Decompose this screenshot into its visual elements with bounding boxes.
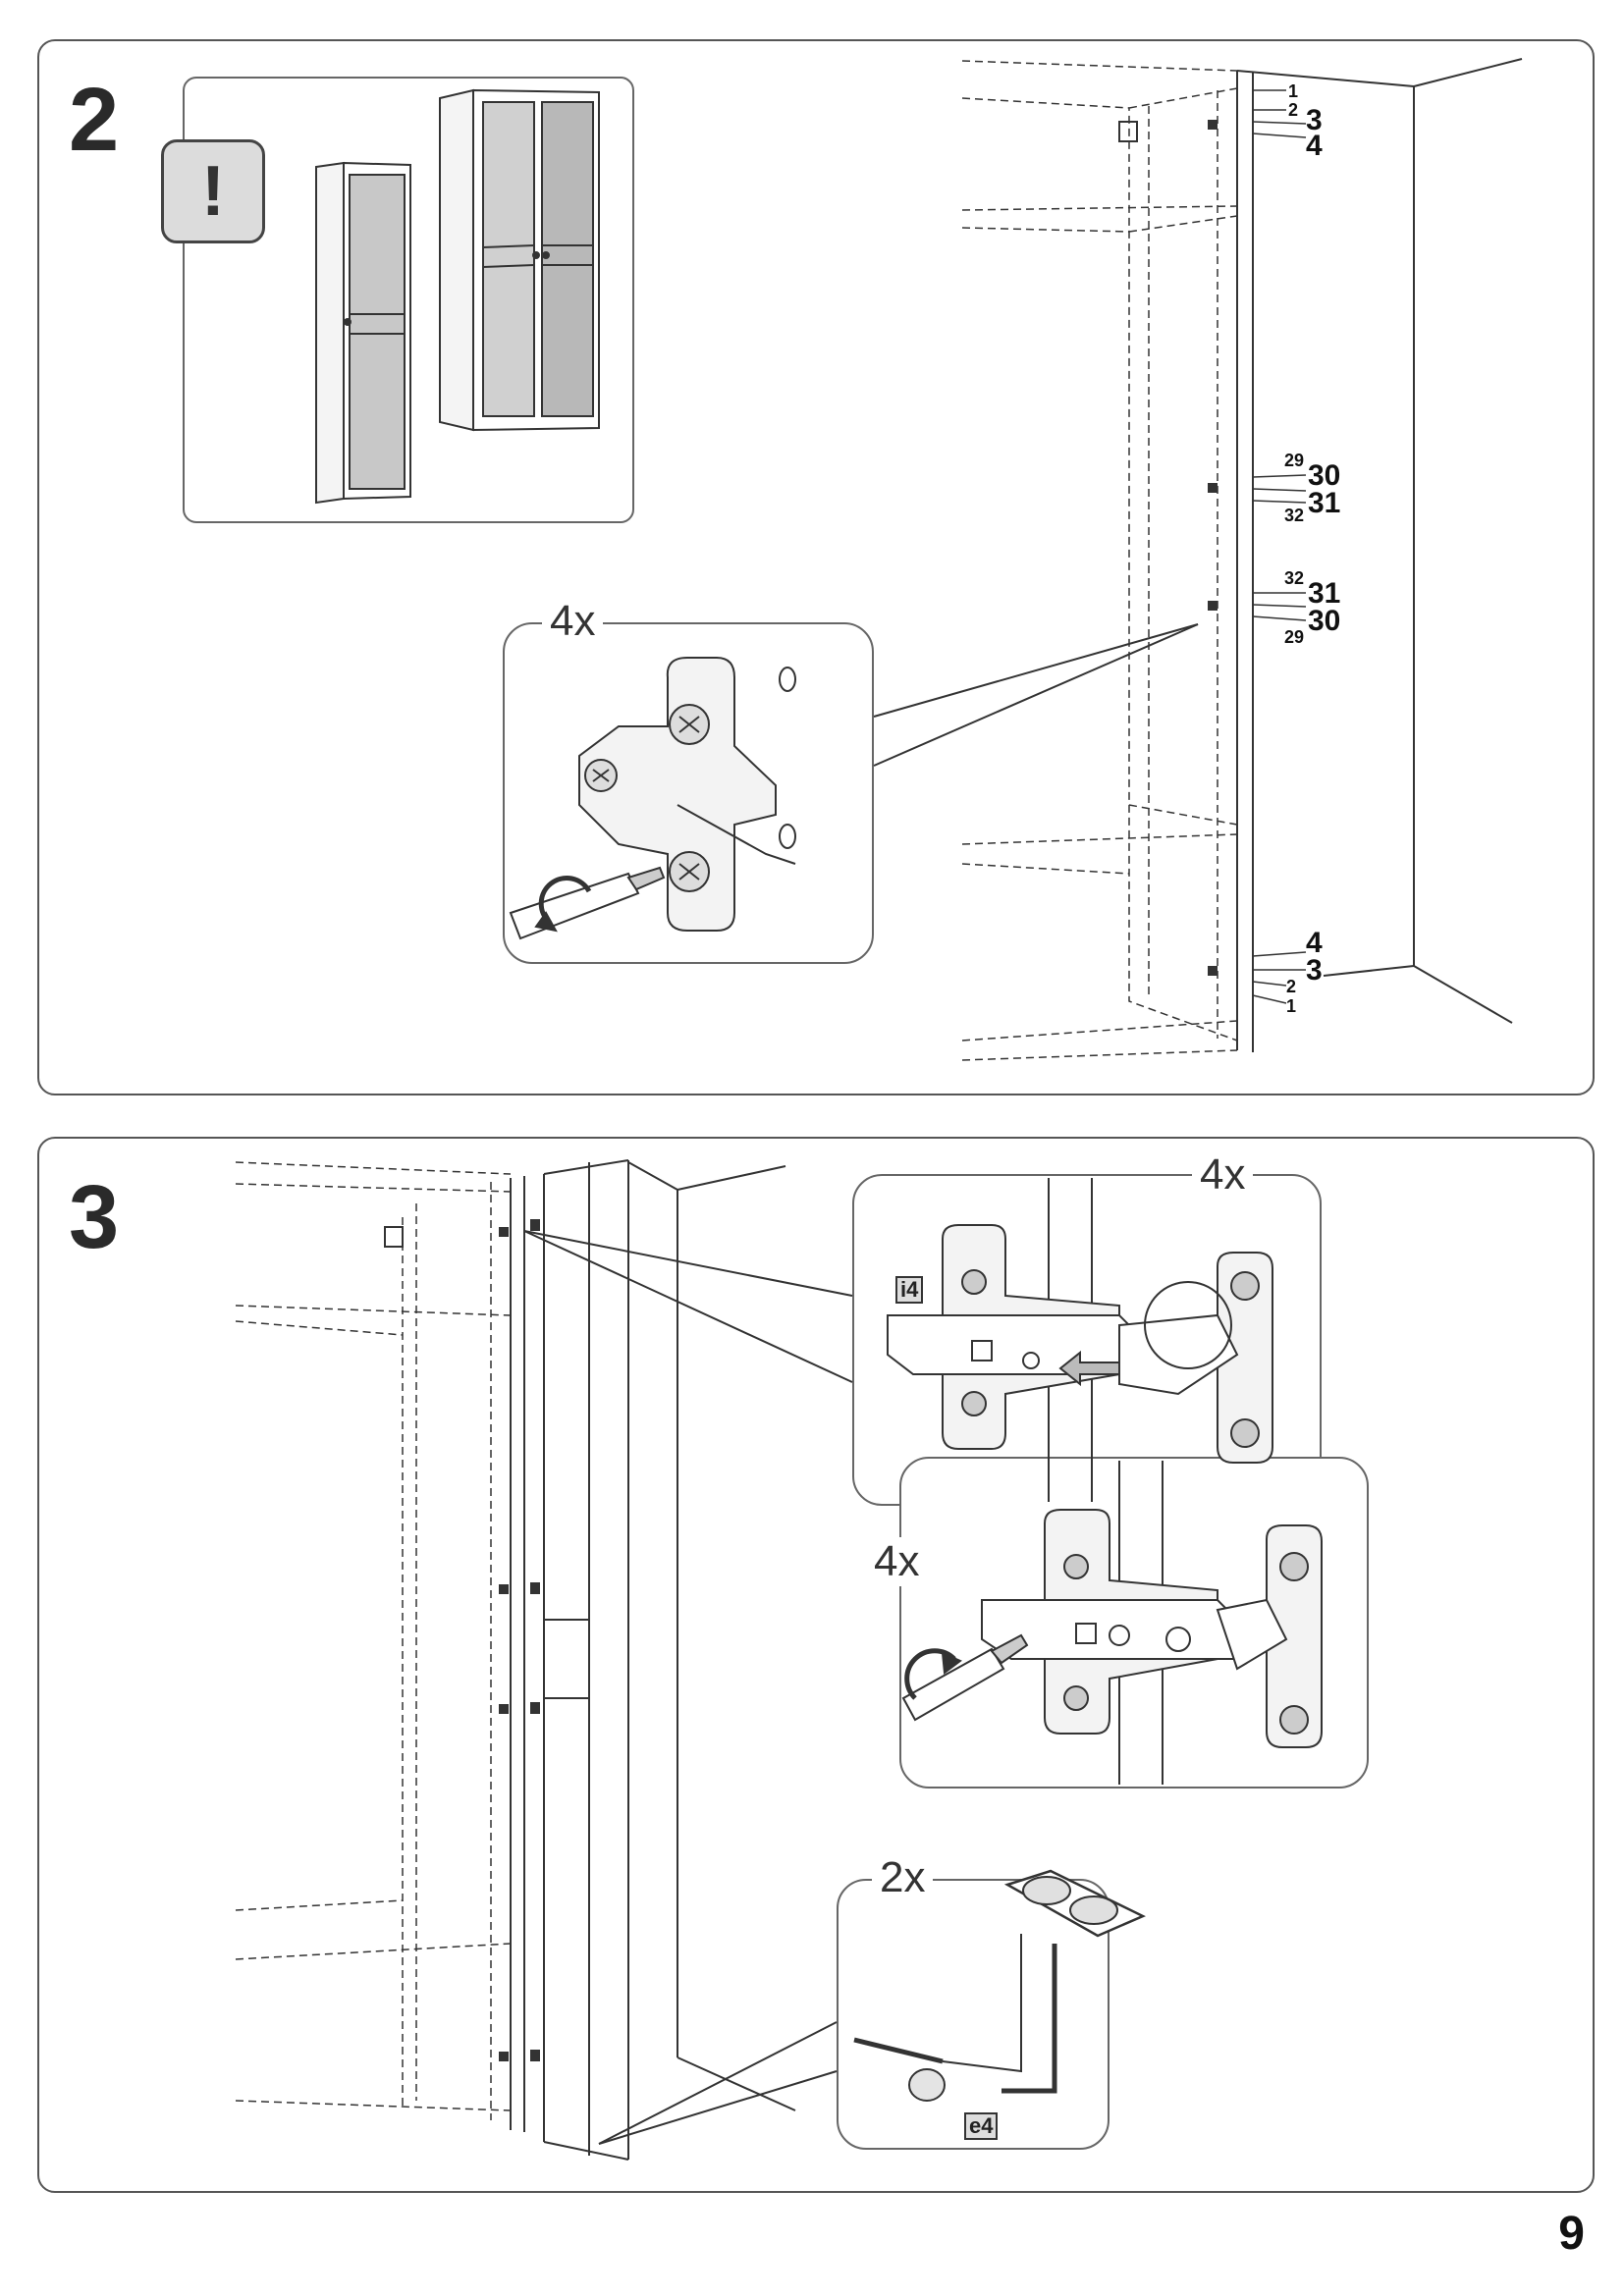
hole-label-4: 4: [1306, 927, 1323, 959]
hole-label-1: 1: [1288, 81, 1299, 101]
part-label-e4: e4: [964, 2112, 999, 2140]
screwdriver-icon: [509, 866, 666, 940]
double-door-wardrobe-illustration: [439, 88, 600, 432]
bumper-callout: [837, 1879, 1110, 2150]
hinge-plate-quantity: 4x: [542, 597, 604, 646]
wardrobe-frame-illustration: [961, 60, 1238, 1061]
single-door-wardrobe-illustration: [315, 161, 411, 505]
bumper-pad-illustration: [853, 1869, 1146, 2102]
hinge-clip-illustration: [887, 1178, 1273, 1502]
hinge-mounting-plate-illustration: [578, 657, 796, 932]
hole-label-3: 3: [1306, 104, 1323, 136]
hole-label-1: 1: [1286, 996, 1297, 1016]
part-label-i4: i4: [895, 1276, 924, 1304]
warning-icon: !: [161, 139, 265, 243]
hinge-clip-quantity: 4x: [1192, 1150, 1254, 1200]
hole-label-29: 29: [1284, 451, 1305, 470]
hole-label-32: 32: [1284, 506, 1305, 525]
page-number: 9: [1558, 2208, 1585, 2260]
step-number: 3: [69, 1167, 120, 1267]
hole-label-2: 2: [1286, 977, 1297, 996]
hinge-screw-illustration: [981, 1461, 1323, 1785]
hole-label-31: 31: [1308, 487, 1341, 519]
wardrobe-side-panel-illustration: [1118, 58, 1523, 1052]
hole-label-30: 30: [1308, 459, 1341, 492]
bumper-quantity: 2x: [872, 1853, 934, 1902]
hole-label-31: 31: [1308, 577, 1341, 610]
hole-label-3: 3: [1306, 954, 1323, 987]
cabinet-frame-illustration: [235, 1161, 512, 2120]
screwdriver-icon: [901, 1633, 1029, 1722]
hole-label-2: 2: [1288, 100, 1299, 120]
hinge-screw-quantity: 4x: [866, 1537, 928, 1586]
step-number: 2: [69, 70, 120, 170]
hole-label-4: 4: [1306, 130, 1323, 162]
hole-label-30: 30: [1308, 605, 1341, 637]
hole-label-29: 29: [1284, 627, 1305, 647]
hole-label-32: 32: [1284, 568, 1305, 588]
wardrobe-door-illustration: [384, 1159, 796, 2161]
